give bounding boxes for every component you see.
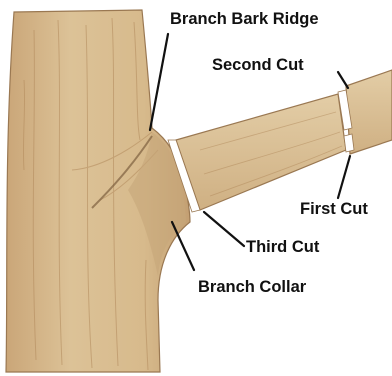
leader-branch-bark-ridge — [150, 34, 168, 130]
leader-first-cut — [338, 156, 350, 198]
leader-third-cut — [204, 212, 244, 246]
label-branch-collar: Branch Collar — [198, 278, 307, 296]
branch-stub — [176, 94, 346, 210]
leader-second-cut — [338, 72, 348, 88]
label-second-cut: Second Cut — [212, 56, 304, 74]
leader-branch-collar — [172, 222, 194, 270]
label-branch-bark-ridge: Branch Bark Ridge — [170, 10, 319, 28]
label-third-cut: Third Cut — [246, 238, 320, 256]
first-cut-notch — [344, 134, 354, 152]
label-first-cut: First Cut — [300, 200, 368, 218]
